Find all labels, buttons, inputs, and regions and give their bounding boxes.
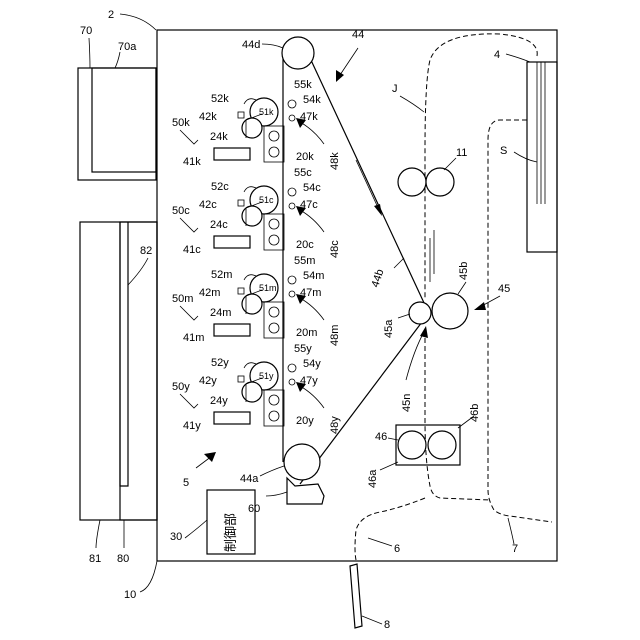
nip-label: 45n	[401, 394, 413, 412]
station-c-drum: 51c	[259, 195, 274, 205]
belt-label: 44b	[369, 268, 386, 289]
apparatus-label: 2	[108, 9, 114, 21]
station-y-unit: 50y	[172, 381, 190, 393]
station-m	[214, 274, 296, 338]
registration-roller-label: 11	[456, 147, 467, 159]
feed-tray-label: 4	[494, 49, 500, 61]
registration-roller-right	[426, 168, 454, 196]
station-k-cleaner: 52k	[211, 93, 229, 105]
station-k-roller-b: 54k	[303, 94, 321, 106]
station-k-primary: 20k	[296, 151, 314, 163]
station-y	[214, 362, 296, 426]
roller-bottom-label: 44a	[240, 473, 259, 485]
station-y-primary: 20y	[296, 415, 314, 427]
station-c-charger: 42c	[199, 199, 217, 211]
station-y-charger: 42y	[199, 375, 217, 387]
belt-cleaner	[287, 478, 324, 504]
scanner-glass-label: 70a	[118, 41, 137, 53]
transfer-roller-b	[432, 293, 468, 329]
transport-path-label: J	[392, 83, 398, 95]
station-m-nip-arrow	[300, 298, 324, 320]
tray-unit-inner	[120, 222, 157, 520]
station-m-drum: 51m	[259, 283, 277, 293]
station-k-nip-arrow	[300, 122, 324, 144]
scanner-unit	[78, 68, 156, 180]
station-c-roller-b: 54c	[303, 182, 321, 194]
station-c	[214, 186, 296, 250]
fixing-roller-b	[428, 431, 456, 459]
tray-unit-outer	[80, 222, 157, 520]
station-k-develop: 24k	[210, 131, 228, 143]
fixing-a-label: 46a	[367, 469, 379, 488]
station-k	[214, 98, 296, 162]
transfer-unit-label: 45	[498, 283, 510, 295]
station-m-cleaner: 52m	[211, 269, 232, 281]
station-c-cleaner: 52c	[211, 181, 229, 193]
ejection-path	[355, 498, 425, 560]
scanner-glass	[92, 68, 156, 172]
tray-inner-label: 82	[140, 245, 152, 257]
belt-direction-arrow	[356, 160, 380, 212]
transfer-a-label: 45a	[383, 319, 395, 338]
station-k-unit: 50k	[172, 117, 190, 129]
tray-unit-label: 80	[117, 553, 129, 565]
ejection-path-label: 6	[394, 543, 400, 555]
station-c-nip-arrow	[300, 210, 324, 232]
station-k-charger: 42k	[199, 111, 217, 123]
station-y-cleaner: 52y	[211, 357, 229, 369]
roller-top-label: 44d	[242, 39, 260, 51]
tray-outer-label: 81	[89, 553, 101, 565]
station-m-primary: 20m	[296, 327, 317, 339]
station-k-nip: 48k	[329, 152, 341, 170]
station-m-develop: 24m	[210, 307, 231, 319]
manual-tray-label: 8	[384, 619, 390, 631]
housing-label: 10	[124, 589, 136, 601]
station-m-unit: 50m	[172, 293, 193, 305]
belt-unit-label: 44	[352, 29, 364, 41]
station-m-nip: 48m	[329, 325, 341, 346]
manual-feed-tray	[350, 564, 362, 628]
transport-path-inner	[425, 34, 537, 300]
station-m-roller-b: 54m	[303, 270, 324, 282]
transfer-b-label: 45b	[458, 262, 470, 280]
sheet-label: S	[500, 145, 507, 157]
fixing-b-label: 46b	[469, 404, 481, 422]
station-y-nip: 48y	[329, 416, 341, 434]
registration-roller-left	[398, 168, 426, 196]
station-c-develop: 24c	[210, 219, 228, 231]
transfer-roller-a	[409, 302, 431, 324]
duplex-path-label: 7	[512, 543, 518, 555]
station-c-unit: 50c	[172, 205, 190, 217]
station-y-nip-arrow	[300, 386, 324, 408]
station-c-primary: 20c	[296, 239, 314, 251]
station-y-roller-a: 55y	[294, 343, 312, 355]
scanner-label: 70	[80, 25, 92, 37]
station-c-exposure: 41c	[183, 244, 201, 256]
control-unit-text: 制御部	[223, 513, 238, 552]
station-y-develop: 24y	[210, 395, 228, 407]
station-k-drum: 51k	[259, 107, 274, 117]
control-unit-label: 30	[170, 531, 182, 543]
station-y-roller-b: 54y	[303, 358, 321, 370]
station-m-exposure: 41m	[183, 332, 204, 344]
station-k-roller-a: 55k	[294, 79, 312, 91]
fixing-label: 46	[375, 431, 387, 443]
belt-roller-top	[282, 37, 314, 69]
station-m-roller-a: 55m	[294, 255, 315, 267]
station-m-charger: 42m	[199, 287, 220, 299]
station-y-exposure: 41y	[183, 420, 201, 432]
belt-roller-bottom	[284, 444, 320, 480]
station-y-drum: 51y	[259, 371, 274, 381]
station-c-nip: 48c	[329, 240, 341, 258]
station-k-exposure: 41k	[183, 156, 201, 168]
image-forming-label: 5	[183, 477, 189, 489]
feed-tray	[527, 62, 557, 252]
station-c-roller-a: 55c	[294, 167, 312, 179]
fixing-roller-a	[398, 431, 426, 459]
belt-cleaner-label: 60	[248, 503, 260, 515]
